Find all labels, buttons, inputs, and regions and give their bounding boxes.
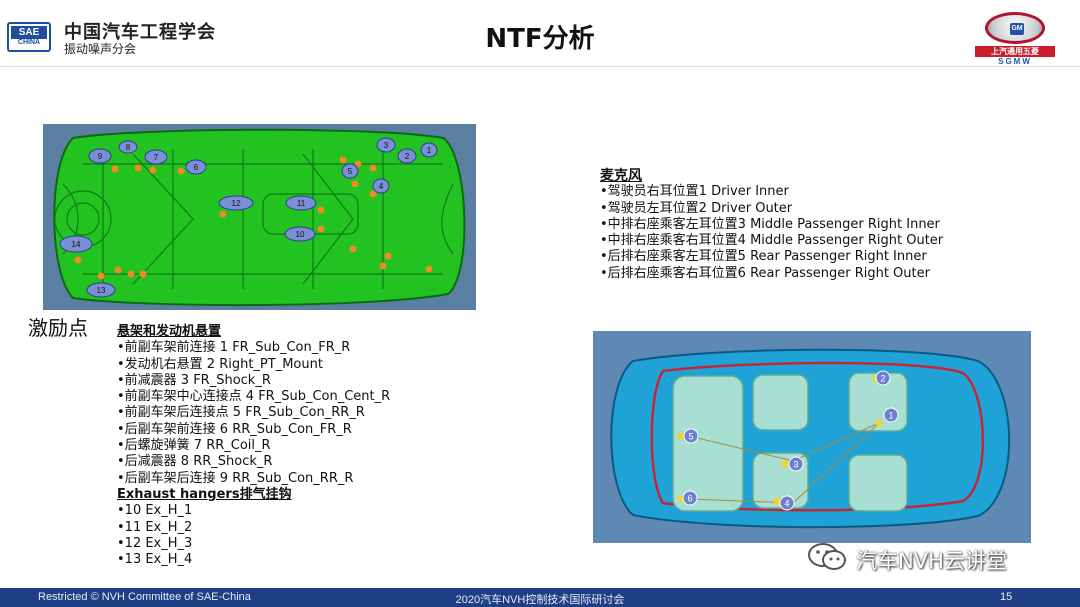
underbody-marker-labels: 9 8 7 6 3 2 1 5 4 12 11 10 14 13 <box>59 137 438 298</box>
footer-copyright: Restricted © NVH Committee of SAE-China <box>38 591 251 603</box>
excitation-label: 激励点 <box>28 316 88 340</box>
cabin-seats <box>672 372 908 512</box>
microphone-item: •后排右座乘客右耳位置6 Rear Passenger Right Outer <box>600 265 930 281</box>
microphone-title: 麦克风 <box>600 168 642 184</box>
slide-footer: Restricted © NVH Committee of SAE-China … <box>0 588 1080 607</box>
org-name: 中国汽车工程学会 <box>64 22 216 43</box>
cabin-body <box>610 348 1011 529</box>
underbody-marker-10: 10 <box>296 230 305 239</box>
excitation-item: •前副车架中心连接点 4 FR_Sub_Con_Cent_R <box>117 389 391 405</box>
underbody-marker-9: 9 <box>98 152 103 161</box>
excitation-item: •前副车架前连接 1 FR_Sub_Con_FR_R <box>117 340 351 356</box>
wechat-icon <box>808 543 846 570</box>
microphone-item: •中排右座乘客右耳位置4 Middle Passenger Right Oute… <box>600 233 944 249</box>
cabin-mic-labels: 1 2 3 4 5 6 <box>682 370 899 511</box>
wechat-watermark: 汽车NVH云讲堂 <box>806 541 1056 575</box>
underbody-marker-14: 14 <box>72 240 81 249</box>
microphone-item: •驾驶员右耳位置1 Driver Inner <box>600 184 789 200</box>
underbody-marker-3: 3 <box>384 141 389 150</box>
org-subtitle: 振动噪声分会 <box>64 42 137 56</box>
underbody-marker-4: 4 <box>379 182 384 191</box>
sae-logo-top: SAE <box>11 26 47 39</box>
exhaust-item: •12 Ex_H_3 <box>117 535 193 551</box>
underbody-marker-5: 5 <box>348 167 353 176</box>
sae-logo-bottom: CHINA <box>17 39 41 46</box>
cabin-mic-1: 1 <box>888 411 893 421</box>
microphone-list: 麦克风 •驾驶员右耳位置1 Driver Inner •驾驶员左耳位置2 Dri… <box>600 168 1020 282</box>
underbody-marker-6: 6 <box>194 163 199 172</box>
footer-event: 2020汽车NVH控制技术国际研讨会 <box>455 594 625 606</box>
underbody-marker-8: 8 <box>126 143 131 152</box>
brand-name-cn: 上汽通用五菱 <box>975 46 1055 57</box>
sae-china-logo: SAE CHINA <box>7 22 51 52</box>
exhaust-item: •10 Ex_H_1 <box>117 503 193 519</box>
underbody-marker-11: 11 <box>297 199 306 208</box>
cabin-image: 1 2 3 4 5 6 <box>593 331 1031 543</box>
cabin-mic-5: 5 <box>688 432 693 442</box>
microphone-item: •后排右座乘客左耳位置5 Rear Passenger Right Inner <box>600 249 927 265</box>
cabin-mic-3: 3 <box>793 460 798 470</box>
cabin-mic-6: 6 <box>687 494 692 504</box>
suspension-title: 悬架和发动机悬置 <box>117 324 222 339</box>
exhaust-item: •13 Ex_H_4 <box>117 552 193 568</box>
underbody-marker-1: 1 <box>427 146 432 155</box>
cabin-outline <box>650 361 985 512</box>
sgmw-emblem: GM <box>985 12 1045 44</box>
excitation-item: •后减震器 8 RR_Shock_R <box>117 454 273 470</box>
excitation-item: •前减震器 3 FR_Shock_R <box>117 372 271 388</box>
sgmw-logo: GM 上汽通用五菱 SGMW <box>975 12 1055 66</box>
underbody-marker-2: 2 <box>405 152 410 161</box>
excitation-item: •后副车架后连接 9 RR_Sub_Con_RR_R <box>117 470 354 486</box>
page-number: 15 <box>1000 591 1013 603</box>
cabin-mic-2: 2 <box>880 374 885 384</box>
slide-title: NTF分析 <box>485 24 595 54</box>
microphone-item: •驾驶员左耳位置2 Driver Outer <box>600 200 793 216</box>
underbody-marker-7: 7 <box>154 153 159 162</box>
excitation-item: •发动机右悬置 2 Right_PT_Mount <box>117 356 323 372</box>
excitation-point-dots <box>74 150 433 280</box>
underbody-marker-12: 12 <box>232 199 241 208</box>
brand-name-en: SGMW <box>998 57 1032 66</box>
header-divider <box>0 66 1080 67</box>
exhaust-title: Exhaust hangers排气挂钩 <box>117 486 292 502</box>
underbody-image: 9 8 7 6 3 2 1 5 4 12 11 10 14 13 <box>43 124 476 310</box>
exhaust-item: •11 Ex_H_2 <box>117 519 193 535</box>
excitation-item: •后副车架前连接 6 RR_Sub_Con_FR_R <box>117 421 352 437</box>
cabin-mic-4: 4 <box>784 499 789 509</box>
gm-badge: GM <box>1010 23 1024 35</box>
underbody-marker-13: 13 <box>97 286 106 295</box>
slide-header: SAE CHINA 中国汽车工程学会 振动噪声分会 NTF分析 GM 上汽通用五… <box>0 0 1080 68</box>
watermark-text: 汽车NVH云讲堂 <box>856 549 1007 573</box>
underbody-shape <box>53 128 466 307</box>
excitation-item: •后螺旋弹簧 7 RR_Coil_R <box>117 438 271 454</box>
excitation-list: 悬架和发动机悬置 •前副车架前连接 1 FR_Sub_Con_FR_R •发动机… <box>117 324 517 568</box>
microphone-item: •中排右座乘客左耳位置3 Middle Passenger Right Inne… <box>600 216 940 232</box>
excitation-item: •前副车架后连接点 5 FR_Sub_Con_RR_R <box>117 405 365 421</box>
